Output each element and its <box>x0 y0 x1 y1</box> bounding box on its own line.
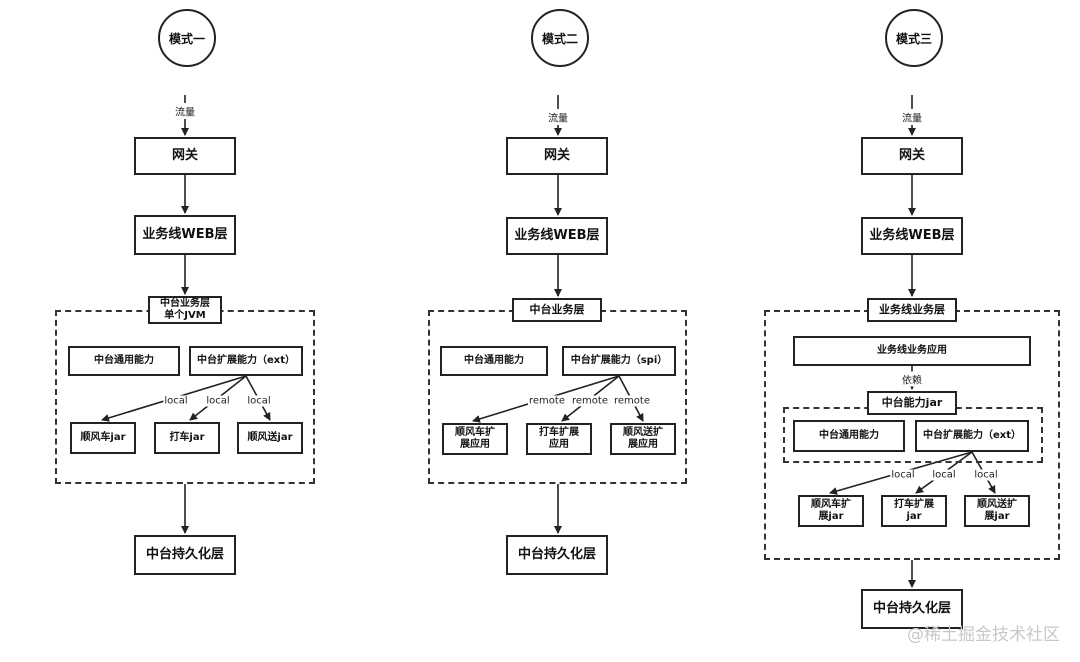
persistence-box: 中台持久化层 <box>134 535 236 575</box>
impl-box: 打车jar <box>154 422 220 454</box>
common-ability-box: 中台通用能力 <box>793 420 905 452</box>
impl-box: 打车扩展 jar <box>881 495 947 527</box>
call-label: local <box>163 395 189 407</box>
call-label: local <box>246 395 272 407</box>
impl-box: 顺风送扩 展应用 <box>610 423 676 455</box>
ext-ability-box: 中台扩展能力（spi） <box>562 346 676 376</box>
common-ability-box: 中台通用能力 <box>68 346 180 376</box>
gateway-box: 网关 <box>861 137 963 175</box>
common-ability-box: 中台通用能力 <box>440 346 548 376</box>
traffic-label: 流量 <box>174 103 196 119</box>
call-label: remote <box>528 395 566 407</box>
persistence-box: 中台持久化层 <box>506 535 608 575</box>
impl-box: 顺风车jar <box>70 422 136 454</box>
traffic-label: 流量 <box>547 109 569 125</box>
web-layer-box: 业务线WEB层 <box>506 217 608 255</box>
ext-ability-box: 中台扩展能力（ext） <box>915 420 1029 452</box>
web-layer-box: 业务线WEB层 <box>861 217 963 255</box>
biz-app-box: 业务线业务应用 <box>793 336 1031 366</box>
mode-node: 模式二 <box>531 9 589 67</box>
mode-node: 模式三 <box>885 9 943 67</box>
gateway-box: 网关 <box>506 137 608 175</box>
persistence-box: 中台持久化层 <box>861 589 963 629</box>
container-title: 中台业务层 <box>512 298 602 322</box>
call-label: local <box>890 469 916 481</box>
impl-box: 顺风车扩 展jar <box>798 495 864 527</box>
watermark: @稀土掘金技术社区 <box>907 625 1060 645</box>
container-title: 中台业务层 单个JVM <box>148 296 222 324</box>
call-label: remote <box>613 395 651 407</box>
jar-title: 中台能力jar <box>867 391 957 415</box>
web-layer-box: 业务线WEB层 <box>134 215 236 255</box>
depends-label: 依赖 <box>901 371 923 387</box>
call-label: local <box>973 469 999 481</box>
gateway-box: 网关 <box>134 137 236 175</box>
impl-box: 打车扩展 应用 <box>526 423 592 455</box>
impl-box: 顺风送jar <box>237 422 303 454</box>
impl-box: 顺风送扩 展jar <box>964 495 1030 527</box>
traffic-label: 流量 <box>901 109 923 125</box>
call-label: local <box>205 395 231 407</box>
ext-ability-box: 中台扩展能力（ext） <box>189 346 303 376</box>
container-title: 业务线业务层 <box>867 298 957 322</box>
impl-box: 顺风车扩 展应用 <box>442 423 508 455</box>
mode-node: 模式一 <box>158 9 216 67</box>
call-label: remote <box>571 395 609 407</box>
call-label: local <box>931 469 957 481</box>
